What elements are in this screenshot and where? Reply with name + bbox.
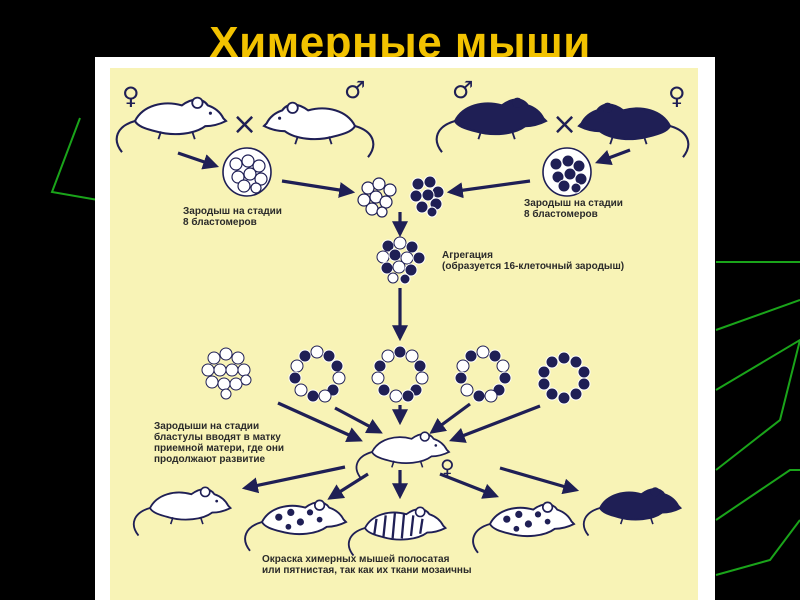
arrow-icon (499, 466, 580, 495)
blastula-label-line-1: Зародыши на стадии (154, 421, 260, 432)
coloring-label-line-2: или пятнистая, так как их ткани мозаичны (262, 565, 472, 576)
offspring-spotted-mouse (472, 501, 575, 554)
right-embryo-label-line-1: Зародыш на стадии (524, 198, 623, 209)
mouse-dark-female (435, 96, 548, 154)
offspring-dark-mouse (582, 486, 682, 537)
arrow-icon (177, 151, 220, 170)
cross-icon: × (232, 107, 257, 142)
aggregation-label: Агрегация (образуется 16-клеточный зарод… (442, 250, 624, 272)
blastula-dark-icon (537, 351, 591, 405)
arrow-icon (439, 472, 499, 499)
green-triangle-left (50, 117, 99, 201)
offspring-striped-mouse (347, 506, 447, 557)
blastula-mixed-icon (454, 345, 512, 403)
left-embryo-label-line-2: 8 бластомеров (183, 217, 257, 228)
arrow-icon (334, 406, 383, 434)
arrow-icon (327, 472, 369, 500)
arrow-icon (281, 179, 356, 198)
blastula-label-line-4: продолжают развитие (154, 454, 266, 465)
cross-icon: × (552, 107, 577, 142)
female-symbol-icon: ♀ (122, 82, 140, 110)
foster-mother-mouse (355, 431, 450, 480)
blastula-label-line-3: приемной матери, где они (154, 443, 285, 454)
green-lines-right-4 (715, 469, 800, 521)
arrow-icon (595, 148, 631, 165)
green-lines-right-2 (715, 299, 800, 331)
offspring-spotted-mouse (244, 499, 347, 552)
offspring-white-mouse (132, 486, 232, 537)
male-symbol-icon: ♂ (452, 76, 474, 104)
aggregate-embryo-icon (376, 236, 426, 285)
blastula-mixed-icon (371, 345, 429, 403)
embryo-icon (222, 147, 272, 197)
female-symbol-icon: ♀ (668, 82, 686, 110)
left-embryo-label-line-1: Зародыш на стадии (183, 206, 282, 217)
embryo-icon (357, 177, 397, 218)
right-embryo-label: Зародыш на стадии 8 бластомеров (524, 198, 623, 220)
mouse-dark-male (577, 101, 690, 159)
left-embryo-label: Зародыш на стадии 8 бластомеров (183, 206, 282, 228)
aggregation-label-line-2: (образуется 16-клеточный зародыш) (442, 261, 625, 272)
blastula-label: Зародыши на стадии бластулы вводят в мат… (154, 421, 284, 465)
blastula-white-icon (201, 347, 252, 400)
embryo-icon (542, 147, 592, 197)
aggregation-label-line-1: Агрегация (442, 250, 493, 261)
green-lines-right-5 (715, 519, 800, 576)
blastula-label-line-2: бластулы вводят в матку (154, 432, 281, 443)
arrow-icon (446, 179, 531, 199)
arrow-icon (241, 465, 346, 494)
female-symbol-icon: ♀ (440, 455, 455, 479)
arrow-icon (429, 402, 471, 434)
arrow-icon (449, 404, 541, 443)
right-embryo-label-line-2: 8 бластомеров (524, 209, 598, 220)
mouse-white-male (262, 101, 375, 159)
embryo-icon (409, 175, 445, 218)
arrow-icon (277, 401, 363, 443)
blastula-mixed-icon (288, 345, 346, 403)
green-lines-right-3 (715, 338, 800, 471)
coloring-label-line-1: Окраска химерных мышей полосатая (262, 554, 450, 565)
male-symbol-icon: ♂ (344, 76, 366, 104)
coloring-label: Окраска химерных мышей полосатая или пят… (262, 554, 471, 576)
